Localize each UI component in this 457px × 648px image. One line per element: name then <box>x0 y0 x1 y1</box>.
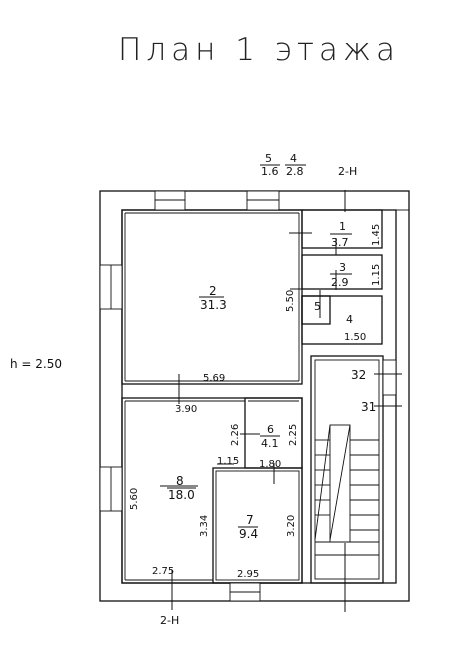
stair-treads <box>315 439 379 556</box>
room-4-num: 4 <box>346 313 353 326</box>
dim-r8-top: 3.90 <box>175 404 197 415</box>
small-rooms-walls <box>301 209 383 345</box>
room-8-num: 8 <box>176 474 184 488</box>
dim-r6-width-left: 1.15 <box>217 456 239 467</box>
dim-r1-height: 1.45 <box>371 224 382 246</box>
dim-r6-height-right: 2.25 <box>288 424 299 446</box>
room-4-num-top: 4 <box>290 152 297 165</box>
room-1-num: 1 <box>339 220 346 233</box>
dim-r6-width-right: 1.80 <box>259 459 281 470</box>
room-5-num-top: 5 <box>265 152 272 165</box>
room-3-num: 3 <box>339 261 346 274</box>
room-32-num: 32 <box>351 368 366 382</box>
dim-r2-width: 5.69 <box>203 373 225 384</box>
dim-r2-height: 5.50 <box>285 290 296 312</box>
room-8-area: 18.0 <box>168 488 195 502</box>
room-1-area: 3.7 <box>331 236 349 249</box>
room-6-area: 4.1 <box>261 437 279 450</box>
room-7-area: 9.4 <box>239 527 258 541</box>
stair-block <box>310 355 384 584</box>
dim-r4-width: 1.50 <box>344 332 366 343</box>
dim-r8-height: 5.60 <box>129 488 140 510</box>
dimension-ticks <box>160 190 402 612</box>
height-note: h = 2.50 <box>10 357 62 371</box>
dim-r6-height-left: 2.26 <box>230 424 241 446</box>
windows <box>99 190 397 602</box>
room-4-area-top: 2.8 <box>286 165 304 178</box>
room-2-area: 31.3 <box>200 298 227 312</box>
room-31-num: 31 <box>361 400 376 414</box>
section-mark-bottom: 2-Н <box>160 614 179 627</box>
dim-r7-width: 2.95 <box>237 569 259 580</box>
room-2-num: 2 <box>209 284 217 298</box>
room-7-num: 7 <box>246 513 254 527</box>
room-3-area: 2.9 <box>331 276 349 289</box>
room-6-num: 6 <box>267 423 274 436</box>
room-5-num: 5 <box>314 300 321 313</box>
dim-r7-height-right: 3.20 <box>286 515 297 537</box>
dim-r7-height-left: 3.34 <box>199 515 210 537</box>
room-5-area-top: 1.6 <box>261 165 279 178</box>
dim-r8-bottom: 2.75 <box>152 566 174 577</box>
room-8-walls <box>121 397 303 584</box>
section-mark-top: 2-Н <box>338 165 357 178</box>
dim-r3-height: 1.15 <box>371 264 382 286</box>
plan-title: План 1 этажа <box>118 32 400 68</box>
